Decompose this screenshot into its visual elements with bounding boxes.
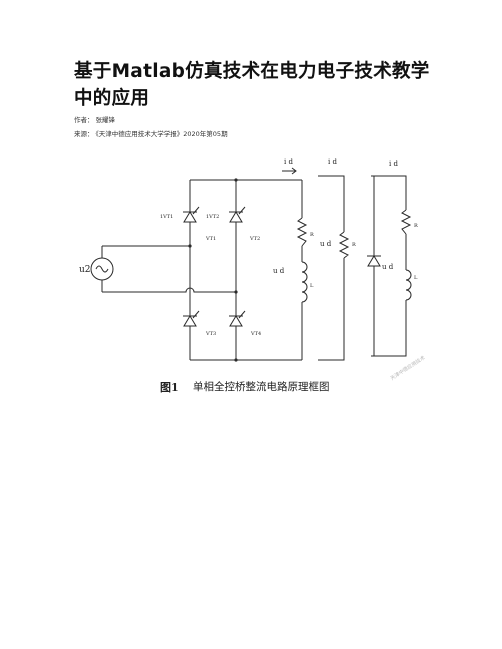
label-r-right: R (414, 223, 418, 229)
current-arrow-head (291, 167, 297, 175)
inductor-main (301, 261, 308, 303)
thyristor-vt3 (183, 310, 200, 327)
circuit-diagram: 1VT1 1VT2 VT1 VT2 VT3 VT4 u2 i d i d i d… (79, 158, 418, 362)
thyristor-vt4 (229, 310, 246, 327)
label-vt1: VT1 (205, 236, 216, 242)
author-line: 作者：张耀锋 (74, 116, 115, 125)
label-ud-mid: u d (320, 240, 332, 248)
figure-caption-number: 图1 (160, 381, 179, 394)
label-ud-right: u d (382, 263, 394, 271)
junction-dot (234, 358, 238, 362)
right-load-top-wire (371, 175, 407, 210)
label-ud-main: u d (273, 267, 285, 275)
label-vt4: VT4 (250, 331, 261, 337)
junction-dot (188, 244, 192, 248)
label-vt1-gate: 1VT1 (160, 214, 173, 220)
label-l-main: L (310, 283, 314, 289)
source-line: 来源：《天津中德应用技术大学学报》2020年第05期 (74, 130, 228, 139)
label-r-mid: R (352, 242, 356, 248)
resistor-mid (338, 231, 350, 259)
thyristor-vt1 (183, 206, 200, 223)
inductor-right (405, 269, 412, 301)
author-label: 作者： (74, 116, 94, 124)
page-title: 基于Matlab仿真技术在电力电子技术教学中的应用 (74, 61, 430, 109)
mid-load-top-wire (318, 175, 345, 232)
figure-caption-text: 单相全控桥整流电路原理框图 (193, 381, 330, 393)
label-vt2: VT2 (249, 236, 260, 242)
junction-dot (234, 178, 238, 182)
freewheeling-diode (367, 255, 381, 267)
label-l-right: L (414, 275, 418, 281)
label-vt2-gate: 1VT2 (206, 214, 219, 220)
right-load-bottom-wire (371, 300, 407, 357)
junction-dot (234, 290, 238, 294)
label-r-main: R (310, 232, 314, 238)
thyristor-vt2 (229, 206, 246, 223)
source-text: 《天津中德应用技术大学学报》2020年第05期 (95, 130, 228, 138)
ac-source-icon (90, 257, 114, 281)
label-vt3: VT3 (205, 331, 216, 337)
resistor-right (400, 209, 412, 235)
label-id-right: i d (389, 160, 398, 168)
source-bottom-wire (102, 287, 236, 293)
label-id-main: i d (284, 158, 293, 166)
label-id-mid: i d (328, 158, 337, 166)
source-label: 来源： (74, 130, 94, 138)
author-name: 张耀锋 (95, 116, 116, 124)
mid-load-bottom-wire (318, 258, 345, 361)
label-source: u2 (79, 265, 91, 275)
resistor-main (296, 217, 308, 247)
